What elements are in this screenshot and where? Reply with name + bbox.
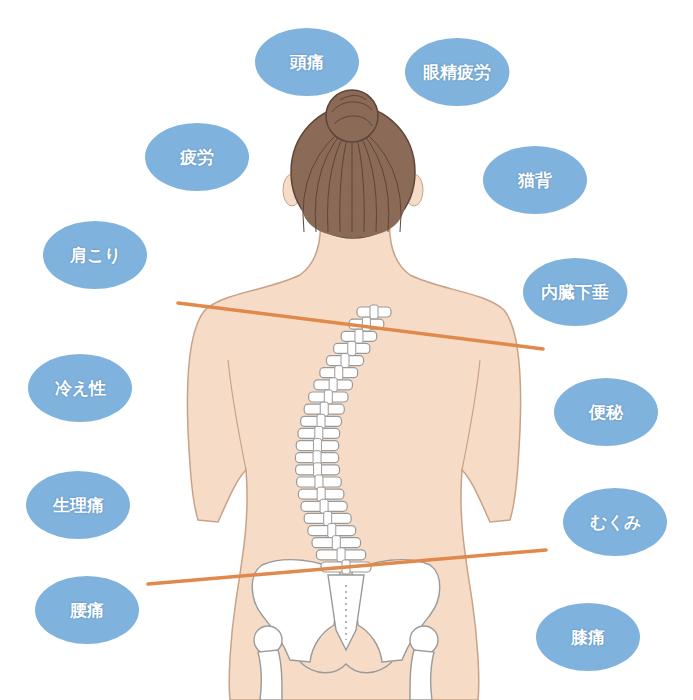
- vertebra: [326, 354, 363, 368]
- symptom-bubble: 内臓下垂: [523, 258, 627, 326]
- bubble-ellipse: [28, 354, 132, 422]
- bubble-ellipse: [483, 146, 587, 214]
- symptom-bubble: 生理痛: [26, 471, 130, 539]
- vertebra: [304, 511, 351, 525]
- symptom-bubble: 冷え性: [28, 354, 132, 422]
- vertebra: [316, 548, 365, 562]
- vertebra: [341, 329, 377, 343]
- symptom-label: 内臓下垂: [541, 282, 609, 302]
- symptom-bubble: 眼精疲労: [405, 38, 509, 106]
- symptom-bubble: 疲労: [145, 123, 249, 191]
- arm-line: [462, 360, 480, 470]
- vertebra: [312, 536, 360, 550]
- symptom-label: 肩こり: [70, 245, 121, 265]
- hip-tilt-line: [148, 550, 546, 584]
- shoulder-tilt-line: [178, 303, 543, 349]
- symptom-bubble: 便秘: [554, 378, 658, 446]
- bubble-ellipse: [26, 471, 130, 539]
- symptom-label: 疲労: [180, 147, 214, 167]
- symptom-label: 便秘: [589, 402, 623, 422]
- bubble-ellipse: [405, 38, 509, 106]
- vertebra: [334, 341, 370, 355]
- torso: [187, 215, 520, 700]
- bubble-ellipse: [563, 488, 667, 556]
- symptom-label: むくみ: [590, 512, 641, 532]
- arm-line: [228, 360, 246, 470]
- vertebra: [314, 378, 353, 392]
- bubble-ellipse: [536, 603, 640, 671]
- symptom-bubble: 猫背: [483, 146, 587, 214]
- vertebra: [320, 366, 358, 380]
- vertebra: [357, 305, 391, 319]
- bubble-ellipse: [255, 28, 359, 96]
- bubble-ellipse: [35, 576, 139, 644]
- symptom-label: 冷え性: [55, 378, 106, 398]
- symptom-bubble: むくみ: [563, 488, 667, 556]
- bubble-ellipse: [523, 258, 627, 326]
- hair-bun: [326, 90, 378, 142]
- vertebra: [301, 499, 347, 513]
- bubble-ellipse: [145, 123, 249, 191]
- symptom-label: 生理痛: [53, 495, 104, 515]
- symptom-label: 猫背: [518, 170, 552, 190]
- vertebra: [309, 390, 348, 404]
- bun-swirl: [332, 96, 372, 127]
- symptom-bubble: 腰痛: [35, 576, 139, 644]
- symptom-label: 頭痛: [290, 52, 324, 72]
- bubble-ellipse: [43, 221, 147, 289]
- symptom-bubble: 肩こり: [43, 221, 147, 289]
- sacrum-dots: [345, 585, 347, 640]
- vertebra: [308, 524, 356, 538]
- pelvis: [252, 560, 440, 700]
- symptom-label: 腰痛: [70, 600, 104, 620]
- symptom-label: 膝痛: [571, 627, 605, 647]
- symptom-bubble: 膝痛: [536, 603, 640, 671]
- symptom-label: 眼精疲労: [423, 62, 491, 82]
- symptom-bubble: 頭痛: [255, 28, 359, 96]
- bubble-ellipse: [554, 378, 658, 446]
